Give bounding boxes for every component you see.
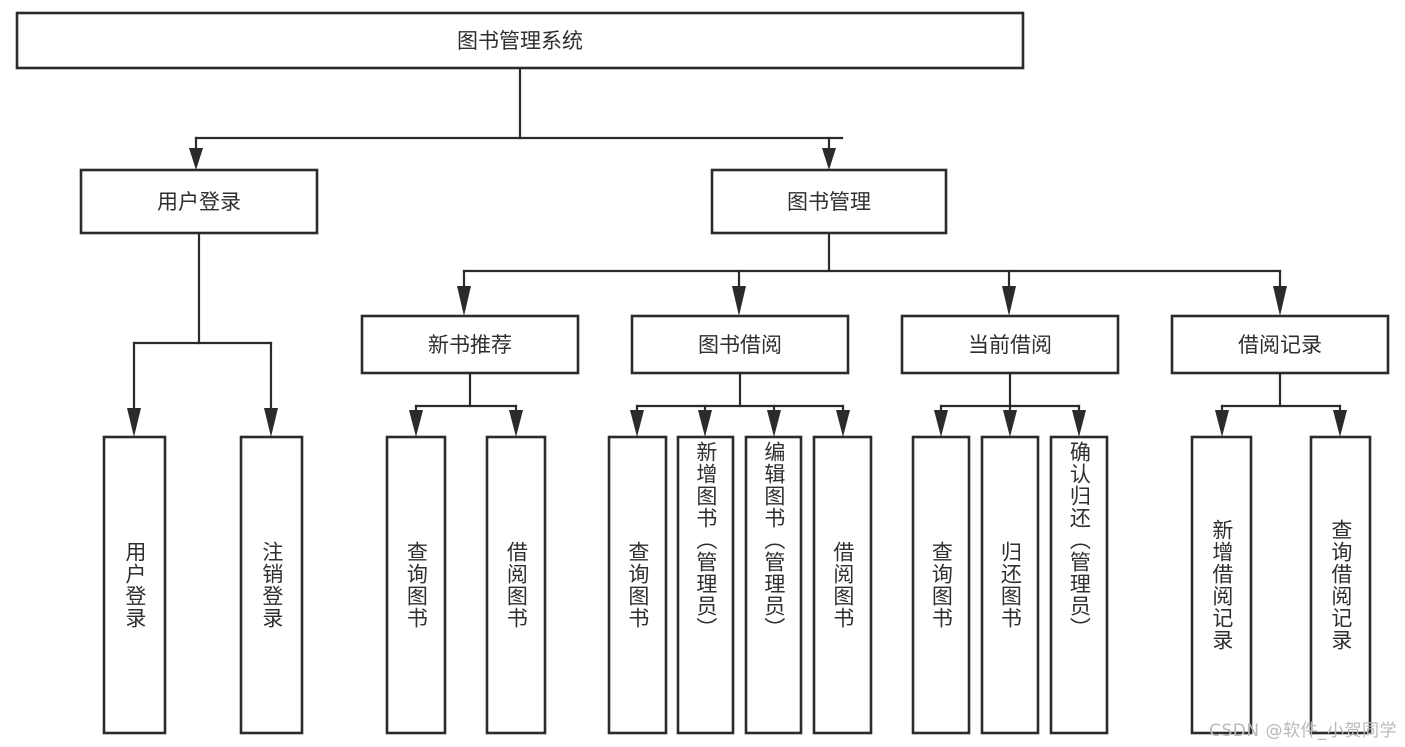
node-leaf-logout-box[interactable]: [239, 435, 304, 735]
node-leaf-user-login-box[interactable]: [102, 435, 167, 735]
node-new-book-recommend-label: 新书推荐: [428, 333, 512, 357]
node-borrow-record-box[interactable]: [1170, 314, 1390, 375]
node-book-management-label: 图书管理: [787, 190, 871, 214]
edge-group-book-mgmt: [457, 231, 1287, 316]
edge-group-new-book: [409, 371, 523, 437]
arrow-newbook-to-borrow: [509, 410, 523, 437]
arrow-bookmgmt-to-borrow: [732, 286, 746, 316]
arrow-borrowrecord-to-query: [1333, 410, 1347, 437]
arrow-bookmgmt-to-current: [1002, 286, 1016, 316]
node-leaf-bookborrow-query-box[interactable]: [607, 435, 668, 735]
node-new-book-recommend[interactable]: 新书推荐: [360, 314, 580, 375]
edge-group-book-borrow: [630, 371, 850, 437]
arrow-bookborrow-to-edit: [767, 410, 781, 437]
arrow-borrowrecord-to-add: [1215, 410, 1229, 437]
node-current-borrow[interactable]: 当前借阅: [900, 314, 1120, 375]
edge-group-user-login: [127, 231, 278, 437]
node-book-borrow-label: 图书借阅: [698, 333, 782, 357]
arrow-root-to-book: [822, 148, 836, 170]
node-leaf-bookborrow-borrow-box[interactable]: [812, 435, 873, 735]
arrow-bookborrow-to-query: [630, 410, 644, 437]
node-leaf-bookborrow-add-box[interactable]: [676, 435, 735, 735]
arrow-newbook-to-query: [409, 410, 423, 437]
node-leaf-current-query-box[interactable]: [911, 435, 971, 735]
node-borrow-record[interactable]: 借阅记录: [1170, 314, 1390, 375]
csdn-watermark: CSDN @软件_小贺同学: [1209, 721, 1397, 741]
node-user-login-box[interactable]: [79, 168, 319, 235]
arrow-bookmgmt-to-new-book: [457, 286, 471, 316]
arrow-currentborrow-to-confirm: [1072, 410, 1086, 437]
node-root-box[interactable]: [15, 11, 1025, 70]
arrow-currentborrow-to-return: [1003, 410, 1017, 437]
node-book-borrow-box[interactable]: [630, 314, 850, 375]
arrow-root-to-user: [189, 148, 203, 170]
node-borrow-record-label: 借阅记录: [1238, 333, 1322, 357]
node-user-login-label: 用户登录: [157, 190, 241, 214]
edge-group-root: [189, 66, 844, 170]
arrow-userlogin-to-login: [127, 408, 141, 437]
node-current-borrow-box[interactable]: [900, 314, 1120, 375]
node-leaf-bookborrow-edit-box[interactable]: [744, 435, 803, 735]
node-leaf-newbook-borrow-box[interactable]: [485, 435, 547, 735]
node-book-management-box[interactable]: [710, 168, 948, 235]
node-leaf-current-return-box[interactable]: [980, 435, 1040, 735]
node-leaf-newbook-query-box[interactable]: [385, 435, 447, 735]
node-root[interactable]: 图书管理系统: [15, 11, 1025, 70]
arrow-bookborrow-to-add: [698, 410, 712, 437]
arrow-bookmgmt-to-record: [1273, 286, 1287, 316]
node-leaf-record-query-box[interactable]: [1309, 435, 1372, 735]
node-leaf-record-add-box[interactable]: [1190, 435, 1253, 735]
node-current-borrow-label: 当前借阅: [968, 333, 1052, 357]
node-root-label: 图书管理系统: [457, 29, 583, 53]
arrow-bookborrow-to-borrow: [836, 410, 850, 437]
node-new-book-recommend-box[interactable]: [360, 314, 580, 375]
arrow-userlogin-to-logout: [264, 408, 278, 437]
node-user-login[interactable]: 用户登录: [79, 168, 319, 235]
arrow-currentborrow-to-query: [934, 410, 948, 437]
node-leaf-current-confirm-box[interactable]: [1049, 435, 1109, 735]
edge-group-current-borrow: [934, 371, 1086, 437]
node-book-borrow[interactable]: 图书借阅: [630, 314, 850, 375]
edge-group-borrow-record: [1215, 371, 1347, 437]
node-book-management[interactable]: 图书管理: [710, 168, 948, 235]
